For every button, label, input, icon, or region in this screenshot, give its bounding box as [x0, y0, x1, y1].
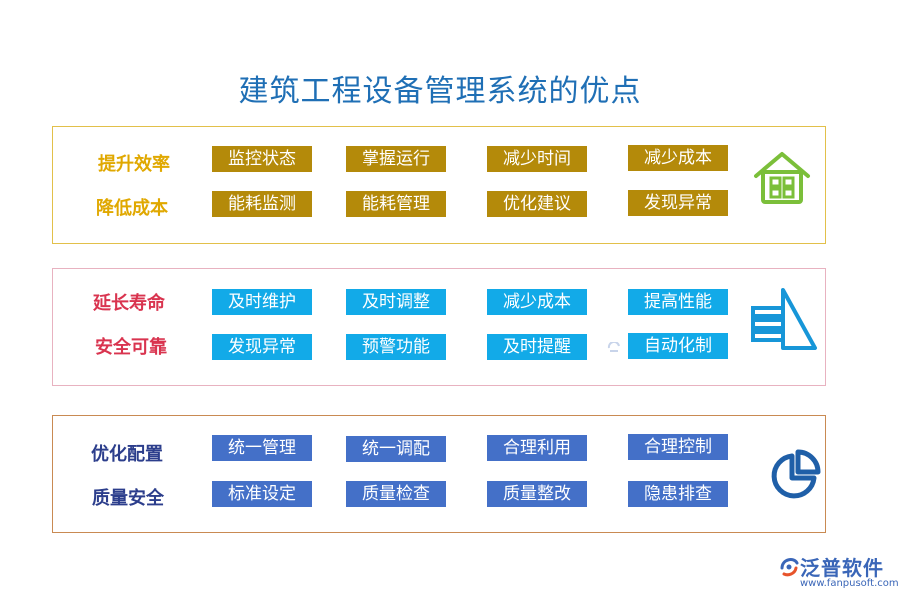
tag-item: 标准设定	[212, 481, 312, 507]
tag-item: 合理控制	[628, 434, 728, 460]
tag-item: 质量检查	[346, 481, 446, 507]
tag-item: 发现异常	[628, 190, 728, 216]
panel-configuration	[52, 415, 826, 533]
tag-item: 减少成本	[628, 145, 728, 171]
tag-item: 预警功能	[346, 334, 446, 360]
tag-item: 减少时间	[487, 146, 587, 172]
tag-item: 合理利用	[487, 435, 587, 461]
pie-chart-icon	[771, 449, 821, 499]
tag-item: 监控状态	[212, 146, 312, 172]
tag-item: 掌握运行	[346, 146, 446, 172]
brand-url: www.fanpusoft.com	[800, 578, 899, 589]
row-label-improve-efficiency: 提升效率	[98, 154, 170, 175]
tag-item: 自动化制	[628, 333, 728, 359]
brand-name: 泛普软件	[800, 556, 884, 580]
tag-item: 统一调配	[346, 436, 446, 462]
tag-item: 质量整改	[487, 481, 587, 507]
row-label-reduce-cost: 降低成本	[96, 198, 168, 219]
house-icon	[754, 152, 810, 204]
row-label-quality-safety: 质量安全	[92, 488, 164, 509]
tag-item: 提高性能	[628, 289, 728, 315]
tag-item: 及时提醒	[487, 334, 587, 360]
brand-logo: 泛普软件 www.fanpusoft.com	[778, 552, 899, 589]
tag-item: 隐患排查	[628, 481, 728, 507]
row-label-optimize-config: 优化配置	[91, 444, 163, 465]
tag-item: 能耗监测	[212, 191, 312, 217]
row-label-extend-life: 延长寿命	[93, 293, 165, 314]
row-label-safe-reliable: 安全可靠	[95, 337, 167, 358]
watermark-logo-icon	[607, 342, 620, 352]
panel-lifespan	[52, 268, 826, 386]
tag-item: 优化建议	[487, 191, 587, 217]
brand-swirl-icon	[780, 558, 799, 577]
tag-item: 发现异常	[212, 334, 312, 360]
tag-item: 统一管理	[212, 435, 312, 461]
page-title: 建筑工程设备管理系统的优点	[238, 74, 642, 109]
panel-efficiency	[52, 126, 826, 244]
tag-item: 减少成本	[487, 289, 587, 315]
tag-item: 及时维护	[212, 289, 312, 315]
tag-item: 及时调整	[346, 289, 446, 315]
stacked-layers-icon	[751, 288, 817, 350]
tag-item: 能耗管理	[346, 191, 446, 217]
